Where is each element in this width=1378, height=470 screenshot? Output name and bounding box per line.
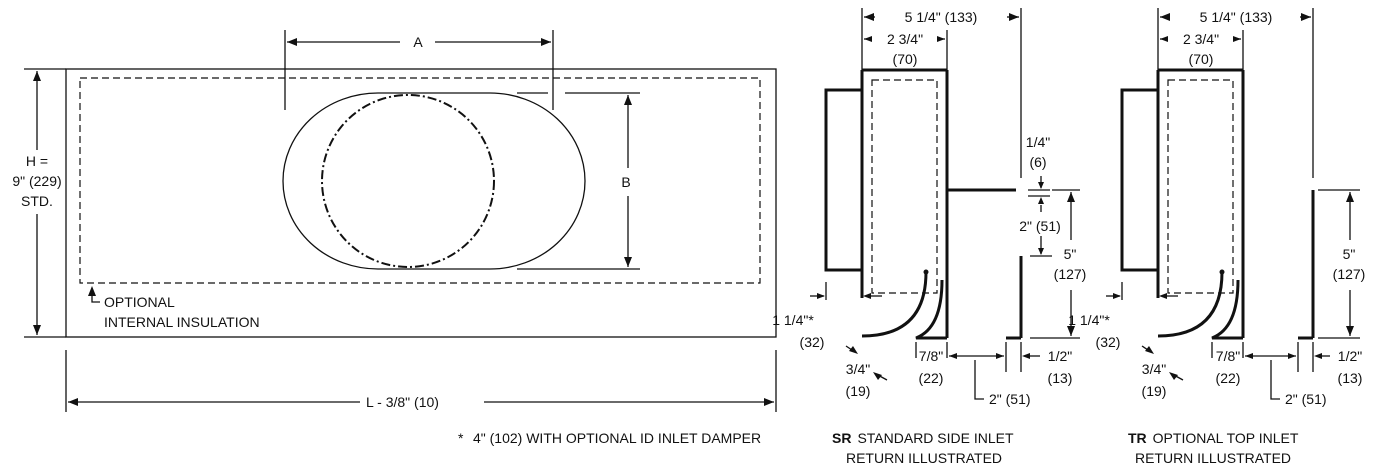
sr-caption-line2: RETURN ILLUSTRATED bbox=[846, 450, 1002, 466]
tr-seven-eighth: 7/8" bbox=[1216, 348, 1240, 364]
sr-inner-width: 2 3/4" bbox=[887, 31, 923, 47]
tr-half-in: 1/2" bbox=[1338, 348, 1362, 364]
tr-caption-line1-wrap: TR OPTIONAL TOP INLET bbox=[1128, 430, 1299, 446]
tr-half-in-mm: (13) bbox=[1338, 370, 1363, 386]
internal-insulation-line bbox=[79, 77, 761, 284]
sr-half-in: 1/2" bbox=[1048, 348, 1072, 364]
tr-caption-line2: RETURN ILLUSTRATED bbox=[1135, 450, 1291, 466]
footnote-text: 4" (102) WITH OPTIONAL ID INLET DAMPER bbox=[473, 430, 761, 446]
sr-gap-mm: (6) bbox=[1029, 154, 1046, 170]
sr-one-quarter-mm: (32) bbox=[800, 334, 825, 350]
sr-caption-line1-wrap: SR STANDARD SIDE INLET bbox=[832, 430, 1014, 446]
damper-circle bbox=[321, 94, 495, 268]
tr-inner-width-mm: (70) bbox=[1189, 51, 1214, 67]
sr-half-in-mm: (13) bbox=[1048, 370, 1073, 386]
tr-one-quarter-mm: (32) bbox=[1096, 334, 1121, 350]
sr-seven-eighth-mm: (22) bbox=[919, 370, 944, 386]
dim-b-label: B bbox=[621, 174, 630, 190]
height-label-line3: STD. bbox=[21, 193, 53, 209]
tr-inner-width: 2 3/4" bbox=[1183, 31, 1219, 47]
tr-five-in: 5" bbox=[1343, 246, 1356, 262]
sr-three-quarter-mm: (19) bbox=[846, 383, 871, 399]
sr-inner-width-mm: (70) bbox=[893, 51, 918, 67]
tr-caption-line1: OPTIONAL TOP INLET bbox=[1153, 430, 1299, 446]
tr-caption-code: TR bbox=[1128, 430, 1147, 446]
tr-three-quarter: 3/4" bbox=[1142, 361, 1166, 377]
tr-five-in-mm: (127) bbox=[1333, 266, 1366, 282]
outlet-oval bbox=[282, 92, 586, 270]
height-label-line1: H = bbox=[26, 153, 48, 169]
sr-one-quarter: 1 1/4"* bbox=[772, 312, 814, 328]
dim-a-label: A bbox=[413, 34, 423, 50]
sr-five-in: 5" bbox=[1064, 246, 1077, 262]
sr-three-quarter: 3/4" bbox=[846, 361, 870, 377]
front-view: A B H = 9" (229) STD. OPTIONAL INTERNAL … bbox=[12, 30, 777, 412]
tr-three-quarter-mm: (19) bbox=[1142, 383, 1167, 399]
height-label-line2: 9" (229) bbox=[12, 173, 61, 189]
tr-side-view: 5 1/4" (133) 2 3/4" (70) 5" (127) bbox=[1068, 8, 1365, 466]
insulation-label-line1: OPTIONAL bbox=[104, 294, 175, 310]
tr-bottom-two: 2" (51) bbox=[1285, 391, 1327, 407]
tr-overall-width: 5 1/4" (133) bbox=[1200, 9, 1273, 25]
sr-caption-line1: STANDARD SIDE INLET bbox=[857, 430, 1014, 446]
sr-two-in: 2" (51) bbox=[1019, 218, 1061, 234]
length-label: L - 3/8" (10) bbox=[366, 394, 439, 410]
sr-side-view: 5 1/4" (133) 2 3/4" (70) 1/4" (6) bbox=[772, 8, 1086, 466]
tr-seven-eighth-mm: (22) bbox=[1216, 370, 1241, 386]
sr-seven-eighth: 7/8" bbox=[919, 348, 943, 364]
insulation-label-line2: INTERNAL INSULATION bbox=[104, 314, 260, 330]
sr-gap-label: 1/4" bbox=[1026, 134, 1050, 150]
tr-one-quarter: 1 1/4"* bbox=[1068, 312, 1110, 328]
sr-overall-width: 5 1/4" (133) bbox=[905, 9, 978, 25]
unit-outline bbox=[65, 68, 777, 338]
sr-bottom-two: 2" (51) bbox=[989, 391, 1031, 407]
asterisk-mark: * bbox=[458, 430, 464, 446]
sr-five-in-mm: (127) bbox=[1054, 266, 1087, 282]
sr-caption-code: SR bbox=[832, 430, 851, 446]
